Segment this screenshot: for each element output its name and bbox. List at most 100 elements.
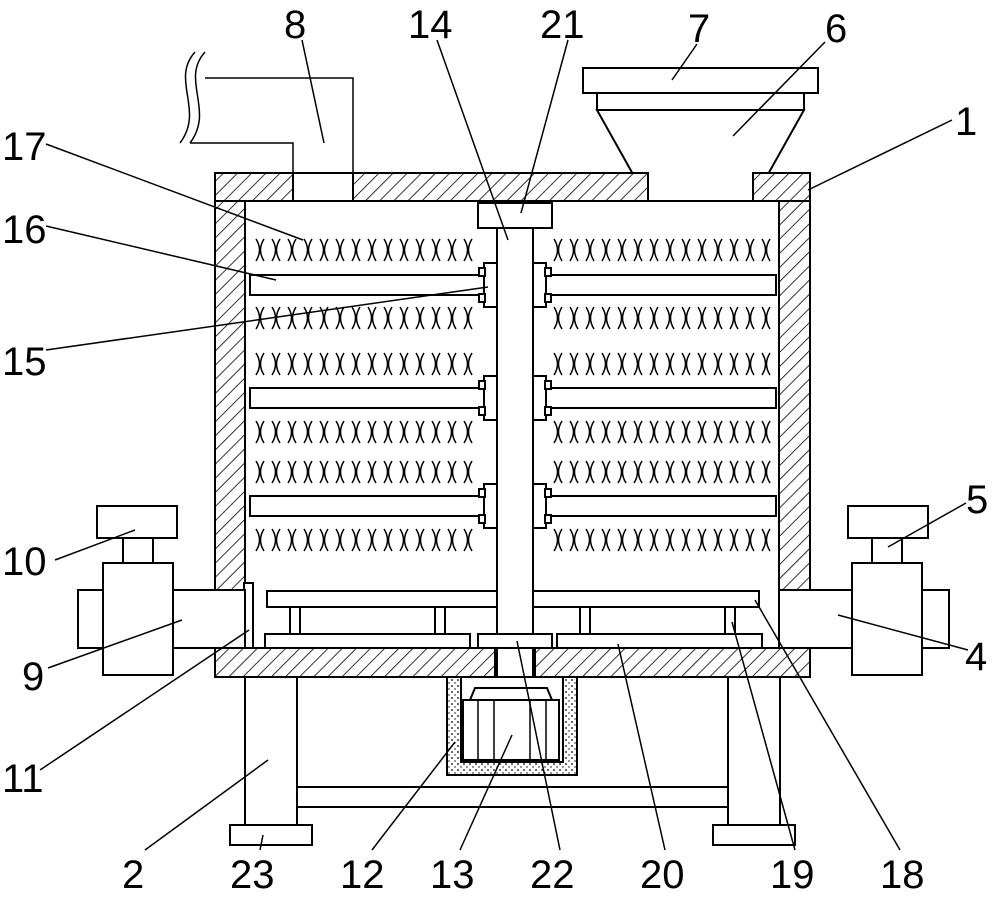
- bristle: [589, 460, 595, 484]
- callout-21: 21: [540, 3, 585, 47]
- bristle: [447, 352, 453, 376]
- callout-6: 6: [825, 7, 847, 51]
- bristle: [287, 528, 293, 552]
- sieve-plate-left: [266, 590, 498, 608]
- bristle: [351, 528, 357, 552]
- bristle: [255, 306, 261, 330]
- bristle: [685, 460, 691, 484]
- bristle: [383, 352, 389, 376]
- bristle: [585, 528, 591, 552]
- bristle: [451, 460, 457, 484]
- bristle: [717, 528, 723, 552]
- bristle: [733, 306, 739, 330]
- bristle: [271, 352, 277, 376]
- bristle: [729, 460, 735, 484]
- bristle: [467, 238, 473, 262]
- bristle: [275, 420, 281, 444]
- bristle: [275, 528, 281, 552]
- bristle: [447, 528, 453, 552]
- bristle: [573, 528, 579, 552]
- bristle: [589, 352, 595, 376]
- bristle: [585, 420, 591, 444]
- bristle: [387, 306, 393, 330]
- callout-19: 19: [770, 853, 815, 897]
- bristle: [633, 528, 639, 552]
- bristle: [435, 306, 441, 330]
- bristle: [585, 306, 591, 330]
- bristle: [557, 460, 563, 484]
- bristle: [749, 352, 755, 376]
- bristle: [557, 420, 563, 444]
- bristle: [403, 460, 409, 484]
- leader-lines: [39, 39, 969, 851]
- bristle: [399, 460, 405, 484]
- bristle: [729, 352, 735, 376]
- collector-tray-right: [556, 633, 763, 649]
- bristle: [303, 352, 309, 376]
- bristle: [761, 352, 767, 376]
- bristle: [303, 306, 309, 330]
- bristle: [601, 528, 607, 552]
- bristle: [371, 528, 377, 552]
- bristle: [463, 528, 469, 552]
- bristle: [367, 352, 373, 376]
- bristle: [335, 238, 341, 262]
- bristle: [765, 460, 771, 484]
- bristle: [749, 460, 755, 484]
- bristle: [665, 352, 671, 376]
- bristle: [749, 306, 755, 330]
- bristle: [419, 460, 425, 484]
- bristle: [419, 238, 425, 262]
- bristle: [733, 420, 739, 444]
- bristle: [415, 238, 421, 262]
- bristle: [303, 460, 309, 484]
- bristle: [605, 306, 611, 330]
- bristle: [323, 420, 329, 444]
- bristle: [653, 238, 659, 262]
- sieve-assembly: [243, 582, 763, 649]
- bristle: [383, 420, 389, 444]
- bristle: [371, 352, 377, 376]
- bristle: [665, 238, 671, 262]
- bristle: [403, 306, 409, 330]
- bristle: [271, 528, 277, 552]
- bristle: [697, 528, 703, 552]
- bristle: [419, 528, 425, 552]
- bristle: [275, 352, 281, 376]
- bristle: [431, 306, 437, 330]
- bristle: [303, 420, 309, 444]
- bristle: [701, 238, 707, 262]
- bristle: [367, 528, 373, 552]
- bristle: [415, 420, 421, 444]
- bristle: [319, 460, 325, 484]
- bristle: [355, 528, 361, 552]
- bristle: [371, 238, 377, 262]
- bristle: [339, 306, 345, 330]
- bristle: [617, 306, 623, 330]
- bristle: [669, 306, 675, 330]
- brush-bristles: [255, 238, 771, 552]
- top-bearing: [477, 202, 553, 229]
- bristle: [745, 352, 751, 376]
- bristle: [463, 238, 469, 262]
- bristle: [351, 306, 357, 330]
- bristle: [271, 420, 277, 444]
- bristle: [653, 306, 659, 330]
- callout-18: 18: [880, 853, 925, 897]
- bristle: [701, 306, 707, 330]
- bristle: [339, 238, 345, 262]
- bristle: [637, 420, 643, 444]
- bristle: [685, 528, 691, 552]
- bristle: [259, 528, 265, 552]
- bristle: [467, 460, 473, 484]
- bristle: [681, 306, 687, 330]
- bristle: [275, 238, 281, 262]
- bristle: [335, 528, 341, 552]
- bristle: [387, 460, 393, 484]
- bristle: [419, 352, 425, 376]
- bristle: [637, 528, 643, 552]
- bristle: [617, 420, 623, 444]
- callout-20: 20: [640, 853, 685, 897]
- bristle: [553, 238, 559, 262]
- bristle: [697, 420, 703, 444]
